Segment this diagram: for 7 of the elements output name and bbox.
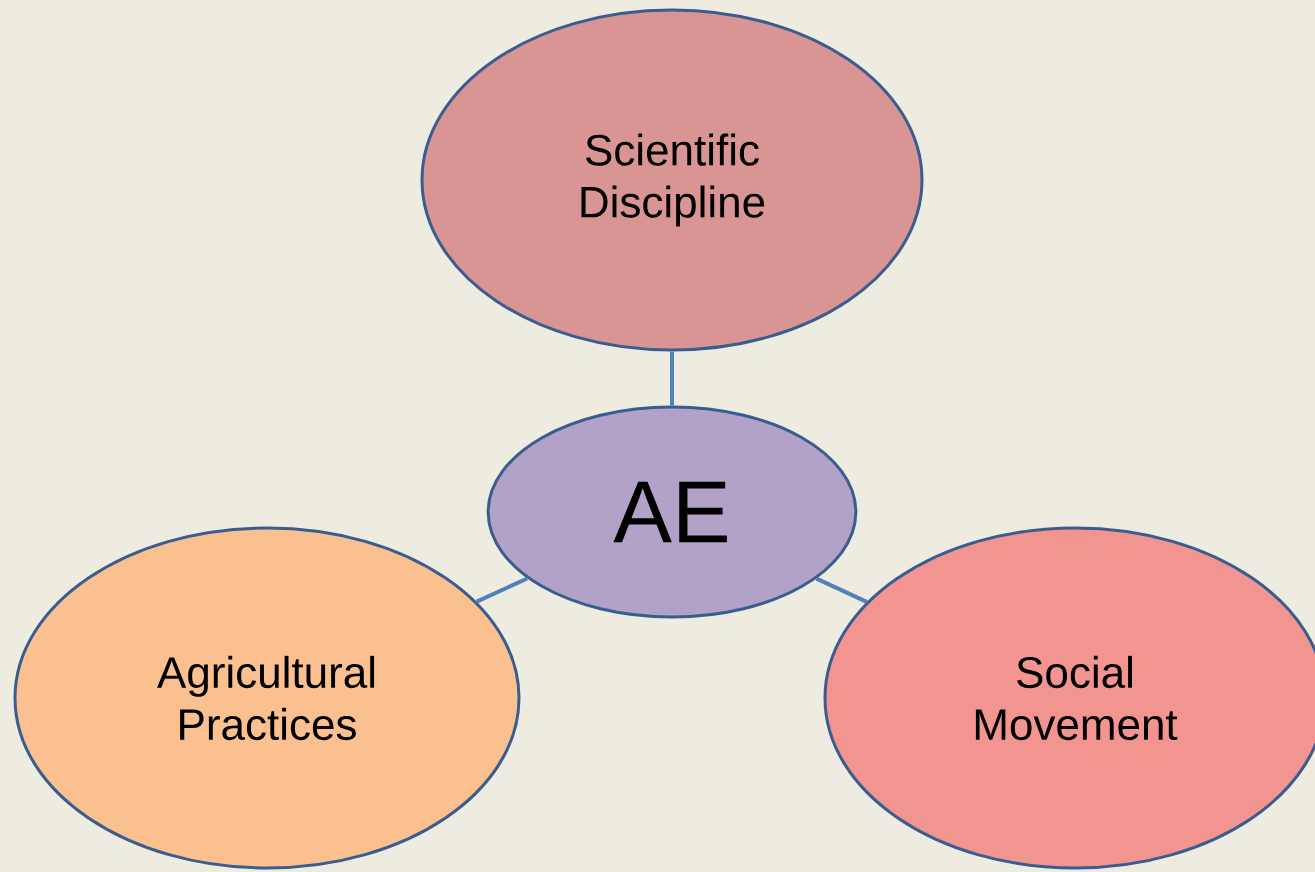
ellipse-node: Social Movement <box>823 526 1315 870</box>
ellipse-node: Agricultural Practices <box>13 526 521 870</box>
connector-line <box>815 576 868 604</box>
connector-line <box>670 351 674 406</box>
ellipse-node: Scientific Discipline <box>420 8 924 352</box>
ellipse-node: AE <box>486 405 858 619</box>
connector-line <box>475 576 529 604</box>
